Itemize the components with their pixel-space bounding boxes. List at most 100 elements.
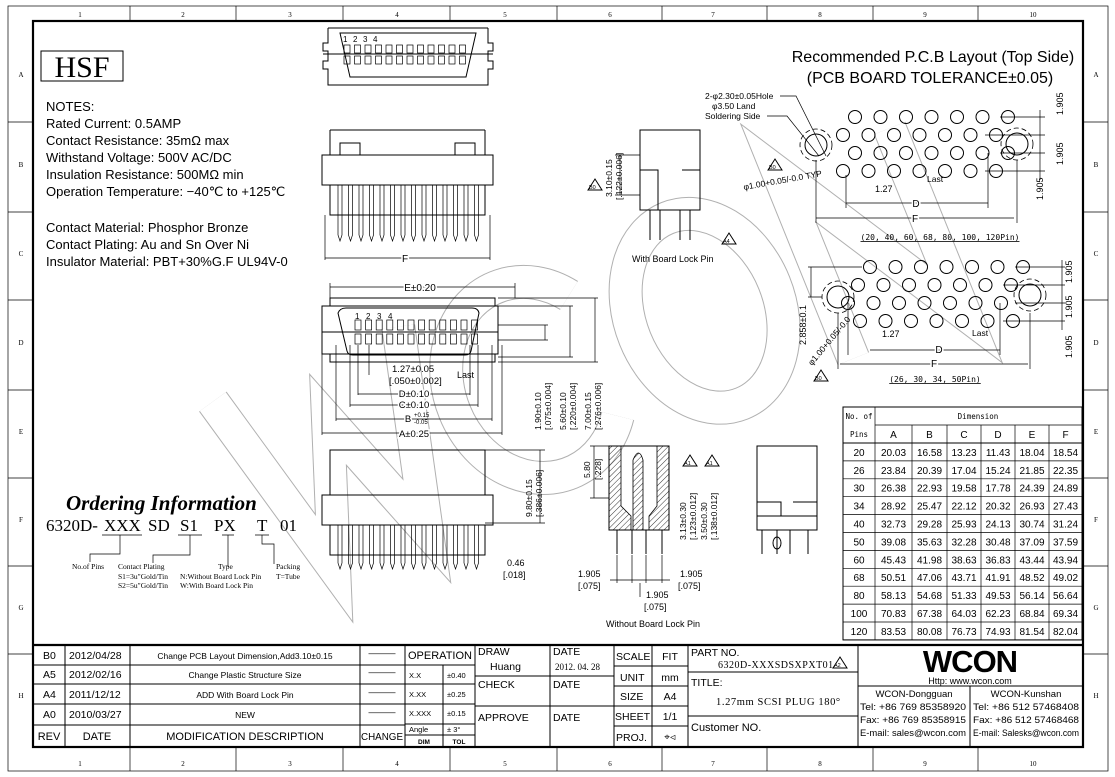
- contact: [407, 319, 415, 331]
- pitch-2: 1.27: [882, 329, 900, 339]
- grid-column-label: 1: [78, 11, 82, 19]
- pcb-dim-f: F: [912, 214, 918, 225]
- title-label: TITLE:: [691, 677, 723, 689]
- revision-date: 2012/02/16: [69, 669, 122, 681]
- column-header-D: D: [994, 430, 1001, 441]
- dongguan-name: WCON-Dongguan: [875, 689, 952, 700]
- approve-label: APPROVE: [478, 712, 529, 724]
- pcb-hole: [888, 260, 903, 274]
- section-view: 5.80 [.228] 3.13±0.30 [.123±0.012] 3.50±…: [578, 445, 720, 629]
- dim-a: A±0.25: [399, 429, 429, 440]
- grid-column-label: 2: [181, 11, 185, 19]
- revision-code: B0: [43, 650, 56, 662]
- pin-label: 4: [388, 312, 393, 321]
- dim-980: 9.80±0.15: [524, 479, 534, 517]
- cell-E: 18.04: [1019, 448, 1044, 459]
- row-pitch: 1.905: [1064, 335, 1074, 358]
- dim-pitch-in: [.050±0.002]: [389, 376, 442, 387]
- pin: [390, 525, 395, 571]
- contact: [364, 55, 372, 65]
- tolerance-row: X.XXX±0.15: [409, 709, 466, 718]
- pcb-hole: [902, 278, 916, 292]
- draw-date-label: DATE: [553, 646, 580, 658]
- cell-A: 32.73: [881, 520, 906, 531]
- contact: [459, 44, 466, 54]
- contact: [417, 44, 424, 54]
- dim-d: D±0.10: [399, 389, 430, 400]
- note-line: Insulation Resistance: 500MΩ min: [46, 167, 244, 182]
- with-lock-caption: With Board Lock Pin: [632, 254, 714, 264]
- revision-triangle-a1: A1: [682, 454, 698, 467]
- cell-D: 24.13: [985, 520, 1010, 531]
- pin: [474, 185, 479, 243]
- cell-A: 28.92: [881, 502, 906, 513]
- hsf-logo: HSF: [40, 50, 124, 84]
- dim-f-label: F: [402, 254, 408, 265]
- cell-E: 24.39: [1019, 484, 1044, 495]
- contact: [428, 333, 436, 345]
- pin: [453, 185, 458, 243]
- pin: [453, 525, 458, 571]
- pcb-hole: [848, 110, 862, 124]
- pcb-hole: [938, 164, 952, 178]
- dimension-lines: [815, 110, 1045, 223]
- label-plating: Contact Plating: [118, 562, 165, 571]
- grid-column-label: 10: [1030, 11, 1038, 19]
- kunshan-fax: Fax: +86 512 57468468: [973, 715, 1079, 726]
- column-header-E: E: [1029, 430, 1036, 441]
- rev-mark: A2: [834, 663, 841, 669]
- cell-B: 22.93: [917, 484, 942, 495]
- contact: [450, 319, 457, 331]
- grid-column-label: 2: [181, 760, 185, 768]
- revision-date: 2011/12/12: [69, 689, 121, 701]
- pcb-hole: [953, 278, 967, 292]
- dim-pitch: 1.27±0.05: [392, 364, 434, 375]
- cell-D: 41.91: [985, 573, 1010, 584]
- company-url[interactable]: Http: www.wcon.com: [928, 676, 1012, 686]
- grid-column-label: 3: [288, 760, 292, 768]
- dim-580: 5.80: [582, 461, 592, 478]
- kunshan-email[interactable]: E-mail: Salesks@wcon.com: [973, 728, 1079, 738]
- rev-mark: B0: [589, 185, 596, 191]
- cell-pins: 60: [853, 555, 865, 566]
- pin: [369, 185, 374, 243]
- pin: [432, 185, 437, 243]
- contact: [406, 44, 414, 54]
- cell-B: 20.39: [917, 466, 942, 477]
- cell-pins: 26: [853, 466, 865, 477]
- pin: [411, 185, 416, 243]
- dim-700: 7.00±0.15: [583, 392, 593, 430]
- dongguan-email[interactable]: E-mail: sales@wcon.com: [860, 728, 966, 739]
- grid-column-label: 4: [395, 760, 399, 768]
- grid-row-label: C: [1094, 250, 1099, 258]
- cell-B: 16.58: [917, 448, 942, 459]
- without-lock-caption: Without Board Lock Pin: [606, 619, 700, 629]
- pcb-hole: [861, 164, 876, 178]
- tolerance-value: ±0.15: [447, 709, 466, 718]
- pcb-hole: [927, 278, 942, 292]
- dim-560-in: [.220±0.004]: [568, 383, 578, 430]
- pcb-hole: [955, 314, 969, 328]
- tol-header-tol: TOL: [453, 739, 466, 746]
- grid-column-label: 6: [608, 760, 612, 768]
- pcb-hole: [975, 146, 990, 160]
- pin: [337, 185, 343, 243]
- row-pitch: 1.905: [1064, 295, 1074, 318]
- part-no-label: PART NO.: [691, 647, 739, 659]
- material-line: Contact Material: Phosphor Bronze: [46, 220, 248, 235]
- approve-date-label: DATE: [553, 712, 580, 724]
- grid-column-label: 5: [503, 760, 507, 768]
- cell-A: 20.03: [881, 448, 906, 459]
- dim-1905: 1.905: [680, 569, 703, 579]
- cell-C: 32.28: [951, 537, 976, 548]
- pin-label: 3: [363, 35, 368, 44]
- pin: [421, 185, 427, 243]
- dim-350-in: [.138±0.012]: [709, 493, 719, 540]
- pcb-hole: [878, 314, 893, 328]
- grid-row-label: G: [18, 604, 23, 612]
- code-prefix: 6320D-: [46, 516, 98, 535]
- cell-A: 83.53: [881, 627, 906, 638]
- dim-980-in: [.386±0.006]: [534, 470, 544, 517]
